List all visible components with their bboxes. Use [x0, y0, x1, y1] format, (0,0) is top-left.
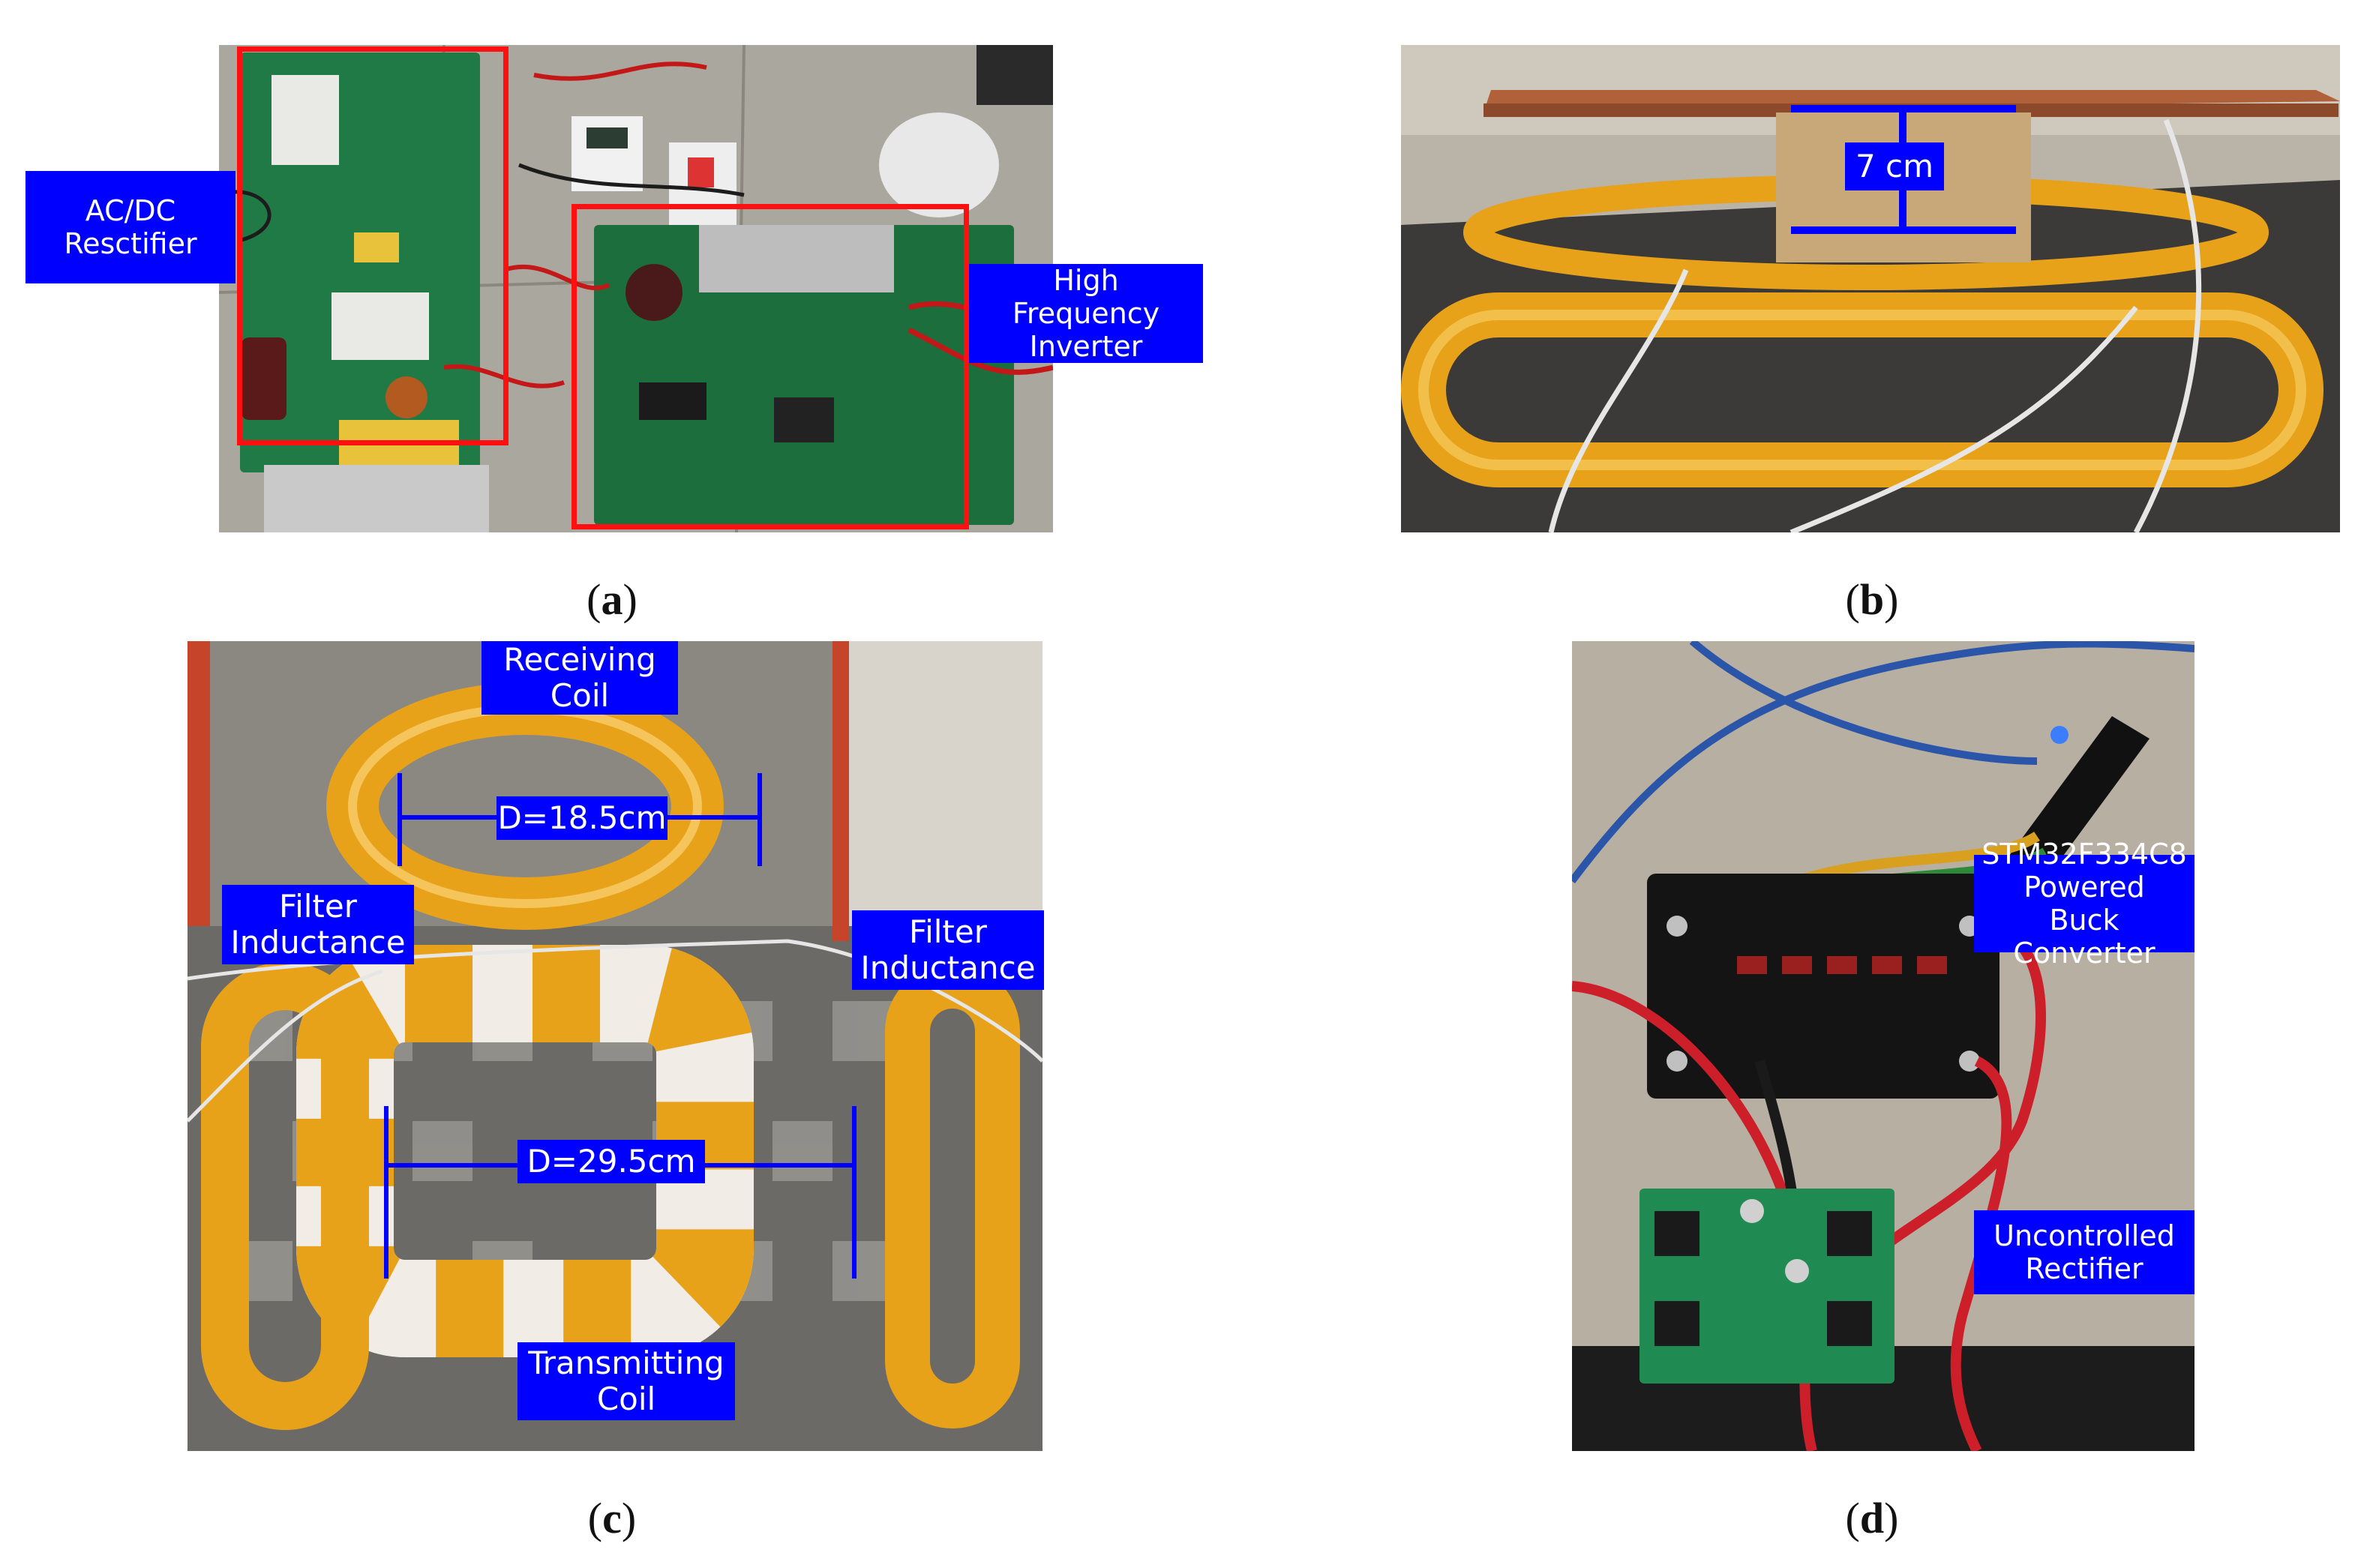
label-tx-diameter: D=29.5cm [518, 1140, 705, 1183]
converter-photo [1572, 641, 2194, 1451]
panel-a-photo [219, 45, 1053, 532]
label-rx-diameter: D=18.5cm [496, 796, 668, 840]
label-gap-distance: 7 cm [1845, 142, 1944, 190]
coils-photo [188, 641, 1042, 1451]
panel-c-photo [188, 641, 1042, 1451]
label-acdc-rectifier: AC/DC Resctifier [26, 171, 236, 283]
label-filter-inductance-right: Filter Inductance [852, 910, 1044, 990]
label-uncontrolled-rectifier: Uncontrolled Rectifier [1974, 1210, 2194, 1294]
label-receiving-coil: Receiving Coil [482, 641, 678, 715]
caption-a: (a) [586, 575, 638, 624]
rectifier-highlight-box [237, 46, 508, 445]
label-high-frequency-inverter: High Frequency Inverter [969, 264, 1203, 363]
panel-b-photo [1401, 45, 2340, 532]
caption-b: (b) [1845, 575, 1899, 624]
power-electronics-photo [219, 45, 1053, 532]
panel-d-photo [1572, 641, 2194, 1451]
caption-d: (d) [1845, 1494, 1899, 1543]
caption-c: (c) [587, 1494, 637, 1543]
inverter-highlight-box [572, 204, 969, 529]
label-transmitting-coil: Transmitting Coil [518, 1342, 735, 1420]
label-filter-inductance-left: Filter Inductance [222, 885, 414, 964]
coil-gap-photo [1401, 45, 2340, 532]
label-buck-converter: STM32F334C8 Powered Buck Converter [1974, 838, 2194, 970]
